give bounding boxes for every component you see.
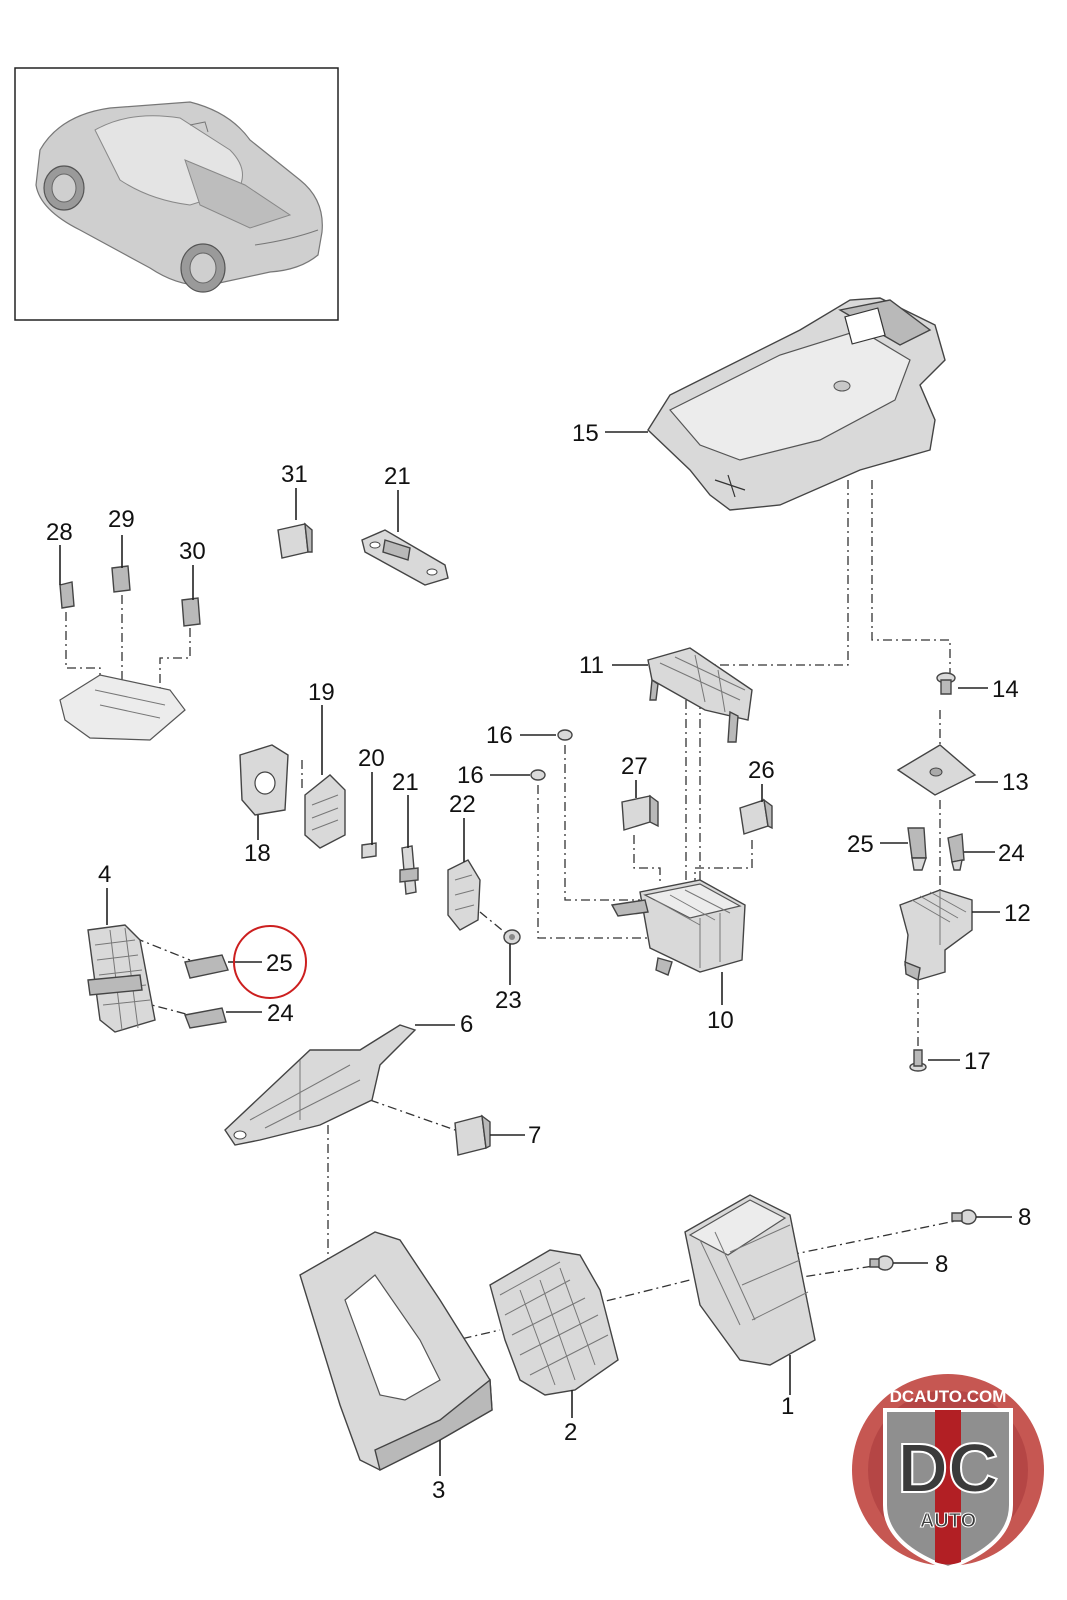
callout-11: 11 (579, 652, 604, 679)
logo-monogram: DC (897, 1429, 998, 1507)
callout-6: 6 (460, 1011, 473, 1038)
part-6-carrier (224, 1024, 417, 1146)
part-14-screw (936, 672, 956, 695)
part-25-fuse-right (907, 827, 927, 871)
logo-url-text: DCAUTO.COM (890, 1387, 1007, 1406)
part-11-bracket (647, 647, 753, 743)
part-22-holder (447, 859, 481, 931)
part-8-screw-lower (869, 1255, 894, 1271)
part-23-grommet (503, 929, 521, 945)
callout-13: 13 (1002, 769, 1029, 796)
car-illustration (35, 101, 323, 293)
part-24-fuse-right (947, 833, 965, 871)
vehicle-inset (14, 67, 339, 321)
callout-19: 19 (308, 679, 335, 706)
part-3-housing (299, 1231, 493, 1472)
part-2-fuse-carrier (489, 1249, 619, 1396)
callout-23: 23 (495, 987, 522, 1014)
part-12-fuse-holder (899, 889, 973, 982)
callout-16-lower: 16 (457, 762, 484, 789)
callout-8-lower: 8 (935, 1251, 948, 1278)
callout-10: 10 (707, 1007, 734, 1034)
assembly-lines (65, 480, 961, 1361)
callout-8-upper: 8 (1018, 1204, 1031, 1231)
part-30-fuse (181, 597, 201, 627)
leader-lines (59, 431, 1012, 1476)
callout-26: 26 (748, 757, 775, 784)
part-4-fuse-block (87, 924, 156, 1033)
callout-22: 22 (449, 791, 476, 818)
callout-labels: 1 2 3 4 6 7 8 8 10 11 12 13 14 15 16 16 … (46, 420, 1031, 1504)
callout-21-mid: 21 (392, 769, 419, 796)
part-21-fuse-strip-mid (399, 845, 419, 895)
part-25-fuse-left (184, 954, 229, 979)
part-10-relay-carrier (610, 879, 746, 976)
part-27-relay (621, 794, 659, 831)
callout-16-upper: 16 (486, 722, 513, 749)
callout-27: 27 (621, 753, 648, 780)
callout-7: 7 (528, 1122, 541, 1149)
callout-4: 4 (98, 861, 111, 888)
part-31-relay (277, 522, 313, 559)
part-16-nut-lower (530, 769, 546, 781)
callout-24-right: 24 (998, 840, 1025, 867)
part-15-cover (647, 297, 946, 511)
callout-14: 14 (992, 676, 1019, 703)
callout-25-right: 25 (847, 831, 874, 858)
part-28-fuse (59, 581, 75, 609)
callout-17: 17 (964, 1048, 991, 1075)
part-18-bracket (239, 744, 289, 816)
callout-24-left: 24 (267, 1000, 294, 1027)
callout-2: 2 (564, 1419, 577, 1446)
callout-31: 31 (281, 461, 308, 488)
part-24-fuse-left (184, 1007, 227, 1029)
part-17-bolt (909, 1049, 927, 1072)
callout-12: 12 (1004, 900, 1031, 927)
highlight-circle (233, 925, 307, 999)
fuse-holder-small (59, 674, 186, 741)
callout-29: 29 (108, 506, 135, 533)
callout-30: 30 (179, 538, 206, 565)
callout-20: 20 (358, 745, 385, 772)
callout-28: 28 (46, 519, 73, 546)
part-16-nut-upper (557, 729, 573, 741)
callout-1: 1 (781, 1393, 794, 1420)
part-29-fuse (111, 565, 131, 593)
callout-25-highlighted: 25 (266, 950, 293, 977)
part-21-fuse-strip-top (361, 529, 449, 586)
callout-21-top: 21 (384, 463, 411, 490)
part-1-control-unit (684, 1194, 816, 1366)
callout-18: 18 (244, 840, 271, 867)
part-7-relay (454, 1114, 491, 1156)
dcauto-logo: DCAUTO.COM DC AUTO (852, 1374, 1044, 1571)
part-19-connector (304, 774, 346, 849)
callout-15: 15 (572, 420, 599, 447)
callout-3: 3 (432, 1477, 445, 1504)
part-8-screw-upper (951, 1209, 977, 1225)
part-26-relay (739, 798, 773, 835)
part-20-clip (361, 842, 377, 859)
logo-subtext: AUTO (920, 1510, 976, 1532)
part-13-plate (896, 744, 977, 796)
